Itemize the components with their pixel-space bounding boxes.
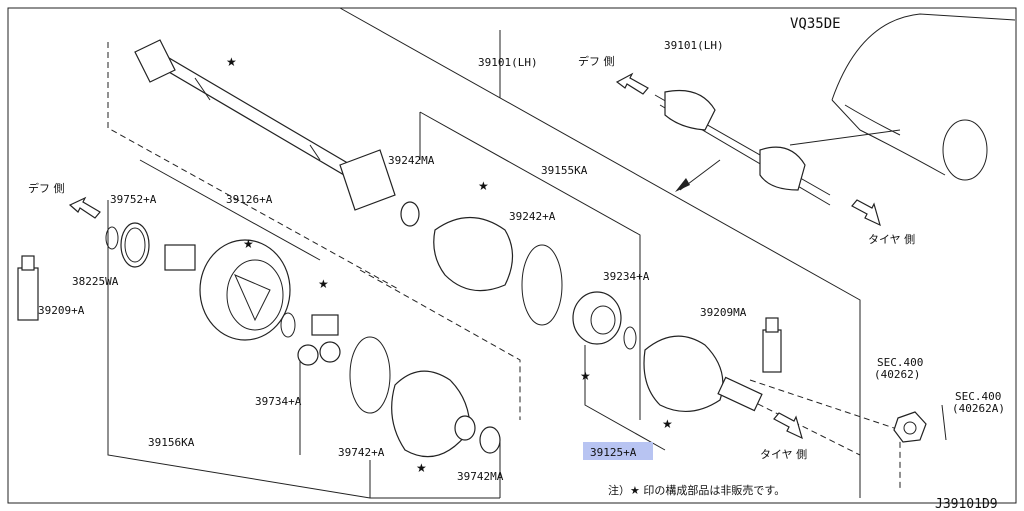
snap-ring-39734 [280, 312, 296, 338]
label-39209MA[interactable]: 39209MA [700, 306, 747, 319]
boot-outer [433, 217, 514, 292]
label-39242A[interactable]: 39242+A [509, 210, 556, 223]
sec-dash-2 [739, 394, 861, 456]
label-39734A[interactable]: 39734+A [255, 395, 302, 408]
spider-assembly [297, 314, 341, 366]
footnote: 注）★ 印の構成部品は非販売です。 [608, 483, 785, 497]
star-marker: ★ [226, 55, 237, 69]
highlight-39125 [583, 442, 653, 460]
grease-tube-39209MA [762, 317, 782, 373]
car-outline [831, 13, 1016, 181]
label-39209A[interactable]: 39209+A [38, 304, 85, 317]
assembly-outline-right [339, 7, 861, 498]
sec-ref-2-line2[interactable]: (40262A) [952, 402, 1005, 415]
label-39742MA[interactable]: 39742MA [457, 470, 504, 483]
group-box-39155 [419, 111, 641, 420]
label-39155KA[interactable]: 39155KA [541, 164, 588, 177]
dir-tire-bottom: タイヤ 側 [760, 448, 807, 461]
outer-joint-39125 [643, 335, 763, 413]
sec-ref-1-line1[interactable]: SEC.400 [877, 356, 923, 369]
star-marker: ★ [478, 179, 489, 193]
label-39242MA[interactable]: 39242MA [388, 154, 435, 167]
star-marker: ★ [416, 461, 427, 475]
hub-nut [893, 411, 927, 443]
inset-pointer [789, 129, 901, 146]
dashed-boot-box [359, 269, 521, 420]
ball-cage-39234 [572, 291, 622, 345]
joint-housing-39126 [164, 239, 291, 341]
star-marker: ★ [580, 369, 591, 383]
star-marker: ★ [662, 417, 673, 431]
diagram-frame [7, 7, 1017, 504]
arrow-diff-left [68, 196, 101, 219]
label-39101-main[interactable]: 39101(LH) [478, 56, 538, 69]
drive-shaft [134, 39, 396, 211]
sec-ref-2-line1[interactable]: SEC.400 [955, 390, 1001, 403]
snap-ring-39752 [120, 222, 150, 268]
dir-diff-left: デフ 側 [28, 181, 65, 195]
inset-shaft [654, 89, 831, 206]
sec-ref-1-line2[interactable]: (40262) [874, 368, 920, 381]
dashed-shaft-box [107, 42, 401, 291]
boot-band-39742MA [479, 426, 501, 454]
snap-ring-39234 [623, 326, 637, 350]
sec-dash-1 [749, 379, 901, 490]
dir-tire-top: タイヤ 側 [868, 233, 915, 246]
label-39101-inset[interactable]: 39101(LH) [664, 39, 724, 52]
label-38225WA[interactable]: 38225WA [72, 275, 119, 288]
boot-band-39242 [521, 244, 563, 326]
engine-label: VQ35DE [790, 16, 841, 32]
star-marker: ★ [318, 277, 329, 291]
arrow-tire-bottom [773, 412, 803, 440]
cotter-pin [941, 404, 947, 441]
circlip-38225 [105, 226, 119, 250]
label-39234A[interactable]: 39234+A [603, 270, 650, 283]
label-39126A[interactable]: 39126+A [226, 193, 273, 206]
dir-diff-top: デフ 側 [578, 54, 615, 68]
star-marker: ★ [243, 237, 254, 251]
boot-inner [391, 370, 476, 458]
band-39242MA [400, 201, 420, 227]
label-39125A[interactable]: 39125+A [590, 446, 637, 459]
bracket-39125 [584, 345, 666, 451]
bracket-39156 [107, 200, 500, 499]
diagram-code: J39101D9 [935, 497, 998, 511]
grease-tube-39209 [17, 255, 39, 321]
inset-arrow-head [675, 178, 690, 192]
arrow-diff-top [615, 72, 649, 95]
label-39156KA[interactable]: 39156KA [148, 436, 195, 449]
label-39752A[interactable]: 39752+A [110, 193, 157, 206]
boot-band-39742 [349, 336, 391, 414]
bracket-39752 [139, 159, 321, 261]
label-39742A[interactable]: 39742+A [338, 446, 385, 459]
arrow-tire-top [851, 199, 881, 227]
